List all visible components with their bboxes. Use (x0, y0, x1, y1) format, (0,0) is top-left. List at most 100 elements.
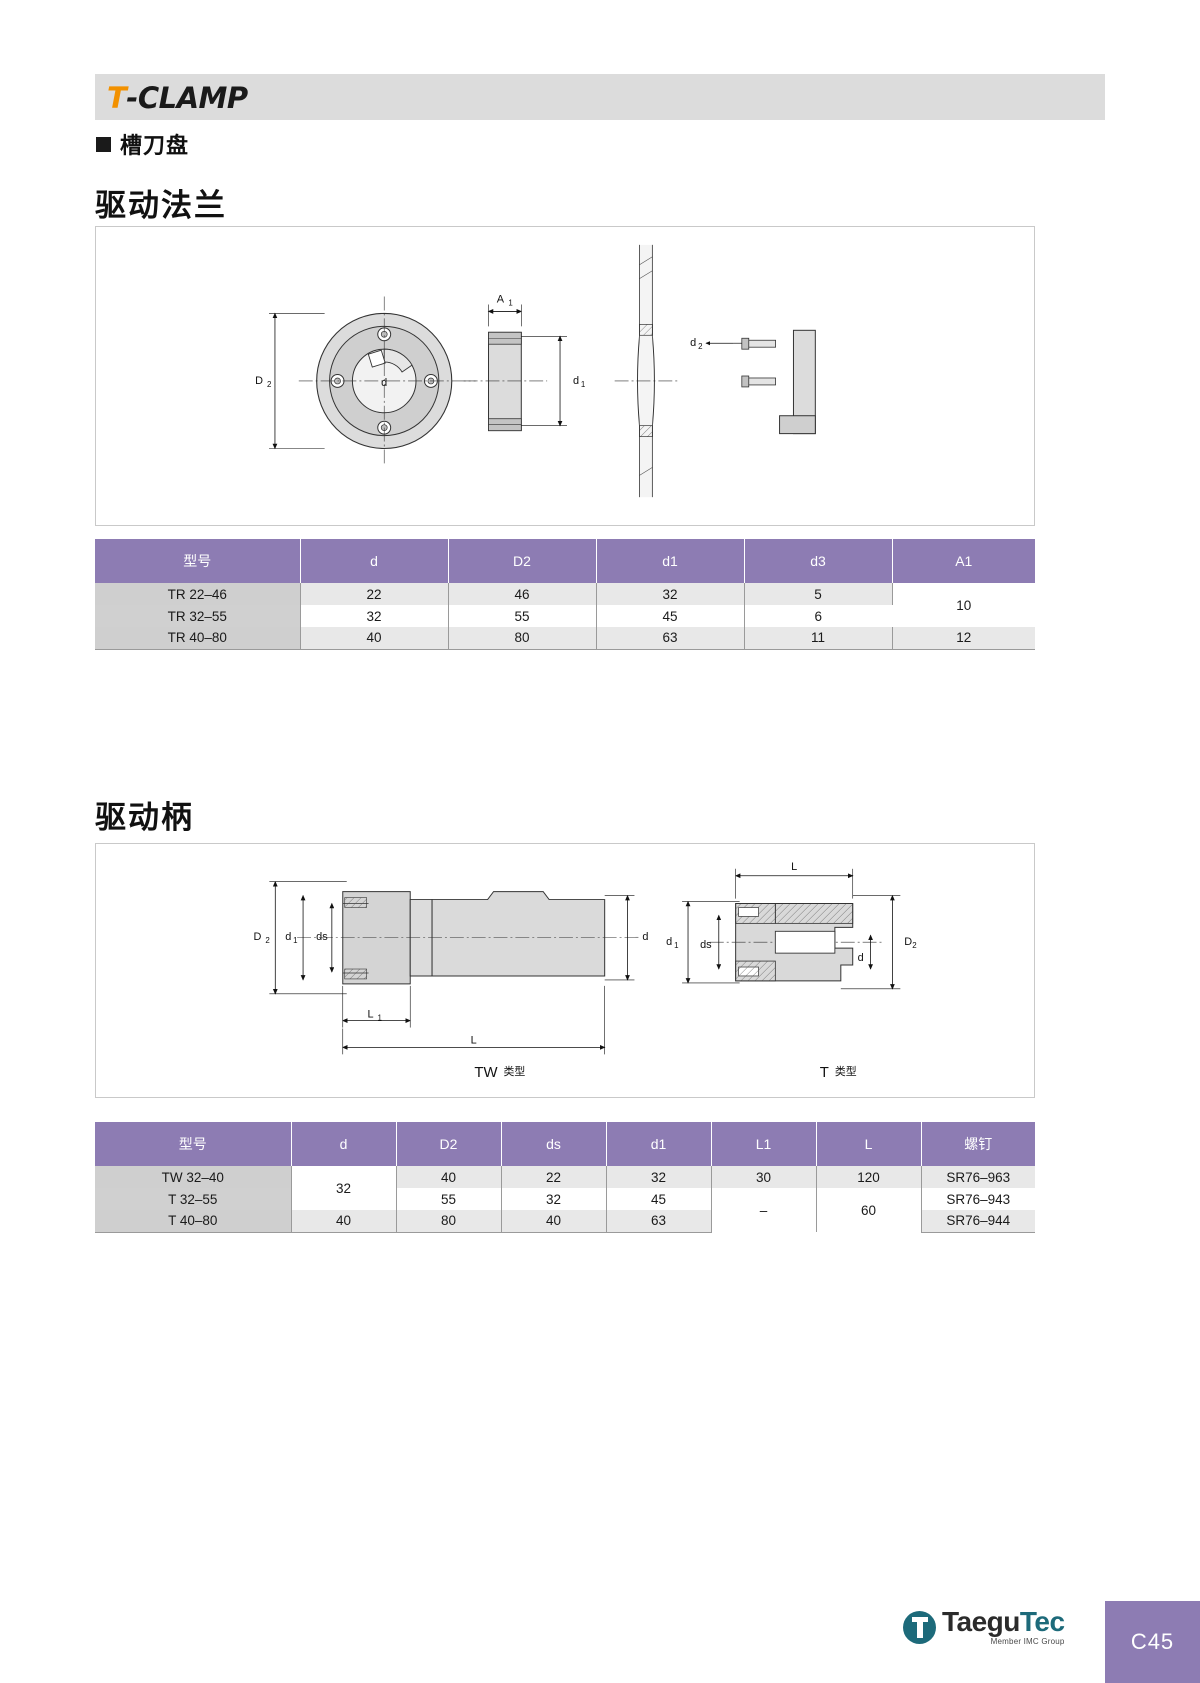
cell-D2: 55 (448, 605, 597, 627)
table-drive-flange: 型号 d D2 d1 d3 A1 TR 22–46 22 46 32 5 10 … (95, 539, 1035, 650)
cell-d1: 63 (596, 627, 745, 650)
flange-side-view: A 1 d 1 (463, 293, 586, 432)
cell-L-merged: 60 (816, 1188, 922, 1232)
dim-label-L: L (791, 861, 797, 873)
cell-d1: 45 (606, 1188, 712, 1210)
table-row: TR 22–46 22 46 32 5 10 (95, 583, 1035, 627)
cell-model: T 32–55 (95, 1188, 292, 1210)
table-row: T 40–80 40 80 40 63 SR76–944 (95, 1210, 1035, 1233)
brand-logo: T-CLAMP (107, 78, 248, 118)
cell-d1: 32 (606, 1166, 712, 1188)
cell-screw: SR76–944 (921, 1210, 1035, 1233)
brand-logo-t: T (107, 81, 127, 115)
dim-label-L1: L (367, 1009, 373, 1021)
footer-company-part1: Taegu (942, 1606, 1020, 1637)
cell-ds: 40 (501, 1210, 607, 1233)
dim-label-d2-sub: 2 (698, 342, 703, 351)
square-bullet-icon (96, 136, 111, 152)
cell-L1-merged: – (711, 1188, 817, 1232)
section-bullet: 槽刀盘 (96, 128, 189, 160)
cell-A1: 12 (892, 627, 1035, 650)
table-row: T 32–55 55 32 45 – 60 SR76–943 (95, 1188, 1035, 1232)
cell-model: TR 40–80 (95, 627, 301, 650)
cell-L: 120 (816, 1166, 922, 1188)
dim-label-D2: D (253, 931, 261, 943)
table-header-row: 型号 d D2 ds d1 L1 L 螺钉 (95, 1122, 1035, 1166)
section-title-drive-flange: 驱动法兰 (95, 188, 227, 223)
col-header-model: 型号 (95, 539, 301, 583)
header-band (95, 74, 1105, 120)
col-header-D2: D2 (448, 539, 597, 583)
cell-d: 40 (300, 627, 449, 650)
dim-label-A1: A (497, 293, 505, 305)
cell-D2: 55 (396, 1188, 502, 1210)
taegutec-mark-icon (903, 1610, 936, 1644)
section-bullet-label: 槽刀盘 (120, 133, 190, 158)
figure-drive-flange: D 2 d A 1 d 1 (95, 226, 1035, 526)
cell-D2: 40 (396, 1166, 502, 1188)
cell-model: TW 32–40 (95, 1166, 292, 1188)
cell-L1: 30 (711, 1166, 817, 1188)
col-header-L1: L1 (711, 1122, 817, 1166)
col-header-ds: ds (501, 1122, 607, 1166)
shank-tw-view: D 2 d 1 ds d L 1 L TW 类型 (253, 880, 648, 1081)
dim-label-D2: D (255, 375, 263, 387)
cell-d3: 5 (744, 583, 893, 605)
cell-d: 32 (300, 605, 449, 627)
cell-D2: 80 (396, 1210, 502, 1233)
col-header-screw: 螺钉 (921, 1122, 1035, 1166)
col-header-d1: d1 (596, 539, 745, 583)
dim-label-D2-sub: 2 (265, 936, 269, 945)
dim-label-d: d (858, 952, 864, 964)
col-header-d3: d3 (744, 539, 893, 583)
cell-d-merged: 32 (291, 1166, 397, 1210)
dim-label-d1-sub: 1 (293, 936, 298, 945)
flange-thin-section-view (614, 244, 680, 498)
cell-model: TR 32–55 (95, 605, 301, 627)
cell-d: 40 (291, 1210, 397, 1233)
dim-label-D2-sub: 2 (267, 380, 272, 389)
dim-label-d1: d (666, 936, 672, 948)
cell-d3: 11 (744, 627, 893, 650)
cell-d1: 63 (606, 1210, 712, 1233)
dim-label-L1-sub: 1 (377, 1014, 382, 1023)
col-header-A1: A1 (892, 539, 1035, 583)
col-header-model: 型号 (95, 1122, 292, 1166)
footer-company-words: TaeguTec Member IMC Group (942, 1608, 1065, 1646)
cell-d3: 6 (744, 605, 892, 627)
dim-label-ds: ds (316, 931, 328, 943)
flange-front-view: D 2 d (255, 296, 476, 466)
footer-company-name: TaeguTec (942, 1606, 1065, 1637)
col-header-d: d (291, 1122, 397, 1166)
footer-company-logo: TaeguTec Member IMC Group (903, 1608, 1065, 1646)
table-drive-shank: 型号 d D2 ds d1 L1 L 螺钉 TW 32–40 32 40 22 … (95, 1122, 1035, 1233)
cell-model: T 40–80 (95, 1210, 292, 1233)
cell-d1: 32 (596, 583, 745, 605)
cell-ds: 32 (501, 1188, 607, 1210)
table-row: TR 32–55 32 55 45 6 (95, 605, 1035, 627)
table-row: TW 32–40 32 40 22 32 30 120 SR76–963 (95, 1166, 1035, 1210)
shank-t-view: L d 1 ds D 2 d T 类型 (666, 861, 916, 1081)
col-header-d1: d1 (606, 1122, 712, 1166)
cell-D2: 80 (448, 627, 597, 650)
cell-A1-merged: 10 (892, 583, 1035, 627)
col-header-L: L (816, 1122, 922, 1166)
dim-label-D2-sub: 2 (912, 941, 916, 950)
caption-t-suffix: 类型 (835, 1064, 857, 1078)
dim-label-d2: d (690, 337, 696, 349)
cell-model: TR 22–46 (95, 583, 301, 605)
dim-label-d1-sub: 1 (581, 380, 586, 389)
cell-d1: 45 (596, 605, 745, 627)
dim-label-d1-sub: 1 (674, 941, 679, 950)
footer-company-part2: Tec (1019, 1606, 1065, 1637)
table-row: TR 40–80 40 80 63 11 12 (95, 627, 1035, 650)
footer-company-subtitle: Member IMC Group (990, 1637, 1065, 1646)
cell-screw: SR76–963 (921, 1166, 1035, 1188)
dim-label-D2: D (904, 936, 912, 948)
cell-screw: SR76–943 (921, 1188, 1035, 1210)
dim-label-ds: ds (700, 939, 712, 951)
caption-t-type: T (820, 1065, 829, 1081)
figure-drive-shank: D 2 d 1 ds d L 1 L TW 类型 (95, 843, 1035, 1098)
section-title-drive-shank: 驱动柄 (95, 800, 194, 835)
dim-label-L: L (471, 1034, 477, 1046)
